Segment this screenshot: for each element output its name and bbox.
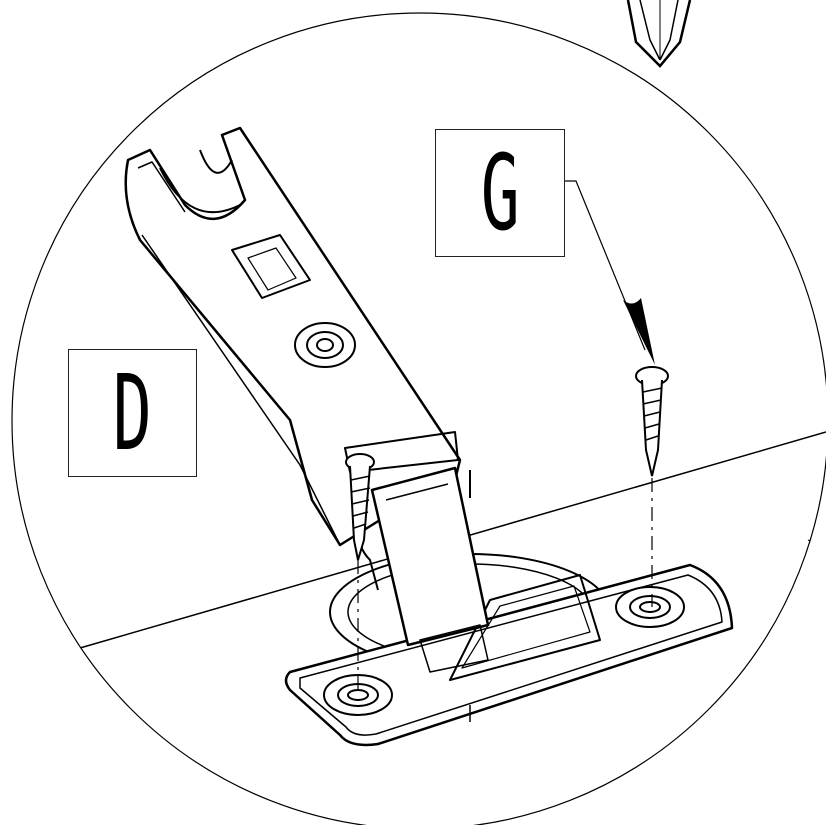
callout-letter-d: D	[113, 352, 152, 474]
callout-label-d: D	[68, 349, 197, 477]
plate-screw-hole-left	[323, 674, 393, 716]
callout-label-g: G	[435, 129, 565, 257]
panel-edge-line-right	[807, 539, 826, 549]
hinge-link	[356, 466, 490, 673]
screwdriver-tip-icon	[626, 0, 692, 68]
plate-screw-hole-right	[615, 586, 685, 628]
callout-letter-g: G	[480, 132, 520, 254]
wood-screw-icon	[635, 366, 669, 477]
adjustment-cam	[294, 322, 356, 368]
detail-circle	[11, 12, 826, 829]
wood-screw-icon	[345, 453, 375, 561]
